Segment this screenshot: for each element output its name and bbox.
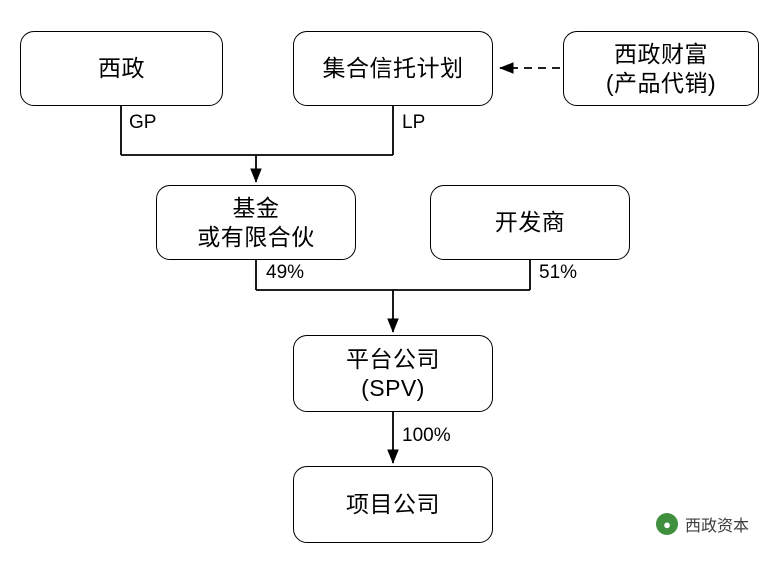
node-xizheng[interactable]: 西政	[20, 31, 223, 106]
node-wealth-label: 西政财富	[614, 41, 708, 68]
edge-label-51-percent: 51%	[539, 262, 578, 283]
node-trust-plan-label: 集合信托计划	[322, 55, 464, 82]
node-spv[interactable]: 平台公司 (SPV)	[293, 335, 493, 412]
edge-label-gp: GP	[129, 112, 157, 133]
node-spv-sublabel: (SPV)	[361, 374, 425, 401]
edge-label-lp: LP	[402, 112, 426, 133]
node-fund-sublabel: 或有限合伙	[197, 223, 315, 250]
node-fund[interactable]: 基金 或有限合伙	[156, 185, 356, 260]
watermark: ● 西政资本	[656, 512, 749, 536]
node-spv-label: 平台公司	[346, 346, 440, 373]
node-wealth-sublabel: (产品代销)	[605, 69, 717, 96]
node-xizheng-label: 西政	[98, 55, 145, 82]
wechat-icon: ●	[656, 513, 678, 535]
node-developer-label: 开发商	[494, 209, 566, 236]
watermark-label: 西政资本	[685, 518, 750, 535]
node-project-company-label: 项目公司	[346, 491, 440, 518]
node-project-company[interactable]: 项目公司	[293, 466, 493, 543]
node-fund-label: 基金	[232, 195, 280, 222]
edge-label-100-percent: 100%	[402, 425, 451, 446]
node-developer[interactable]: 开发商	[430, 185, 630, 260]
node-wealth[interactable]: 西政财富 (产品代销)	[563, 31, 759, 106]
edge-label-49-percent: 49%	[266, 262, 305, 283]
node-trust-plan[interactable]: 集合信托计划	[293, 31, 493, 106]
